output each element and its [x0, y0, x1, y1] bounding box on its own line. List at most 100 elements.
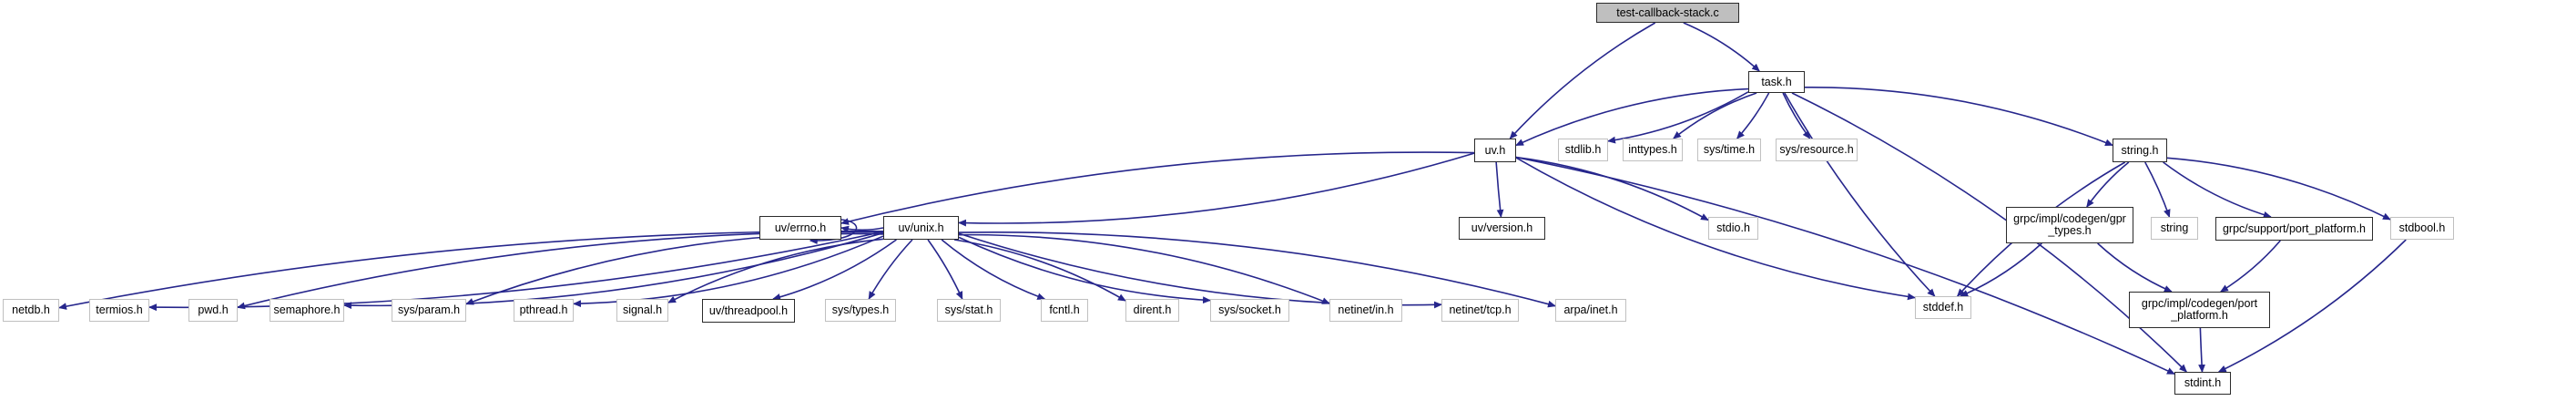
- graph-edge-string_h-to-string_cpp: [2144, 161, 2171, 218]
- graph-node-uvversion[interactable]: uv/version.h: [1459, 217, 1545, 240]
- graph-edge-task-to-systime: [1736, 92, 1770, 139]
- graph-edge-uv-to-uverrno: [840, 151, 1475, 225]
- graph-node-label: string.h: [2121, 143, 2159, 157]
- graph-node-label: semaphore.h: [273, 303, 341, 316]
- graph-node-gprtypes[interactable]: grpc/impl/codegen/gpr _types.h: [2006, 207, 2133, 243]
- graph-node-label: arpa/inet.h: [1563, 303, 1618, 316]
- graph-node-label: string: [2160, 221, 2189, 234]
- graph-edge-root-to-uv: [1509, 22, 1656, 139]
- graph-node-pwd[interactable]: pwd.h: [188, 299, 238, 322]
- graph-node-label: stddef.h: [1922, 301, 1964, 314]
- graph-edge-uvunix-to-termios: [148, 231, 884, 312]
- graph-edge-string_h-to-portplatform: [2163, 161, 2272, 219]
- graph-node-label: sys/time.h: [1703, 143, 1756, 156]
- graph-node-uvthreadpool[interactable]: uv/threadpool.h: [702, 299, 795, 323]
- graph-node-sysstat[interactable]: sys/stat.h: [937, 299, 1001, 322]
- graph-edge-task-to-stddef: [1784, 92, 1936, 297]
- graph-node-label: task.h: [1761, 75, 1792, 88]
- graph-node-label: sys/socket.h: [1218, 303, 1281, 316]
- graph-edge-uvunix-to-fcntl: [941, 239, 1046, 300]
- graph-node-label: grpc/support/port_platform.h: [2222, 221, 2367, 235]
- graph-edge-task-to-string_h: [1804, 87, 2113, 147]
- graph-node-stdlib[interactable]: stdlib.h: [1558, 139, 1608, 161]
- graph-node-pthread[interactable]: pthread.h: [514, 299, 574, 322]
- graph-node-syssocket[interactable]: sys/socket.h: [1210, 299, 1289, 322]
- graph-node-fcntl[interactable]: fcntl.h: [1041, 299, 1088, 322]
- graph-edge-uvunix-to-syssocket: [958, 236, 1211, 304]
- graph-edge-uvunix-to-netinetin: [958, 233, 1330, 304]
- graph-edge-uv-to-uvunix: [958, 152, 1475, 227]
- graph-edge-uv-to-stdint: [1515, 156, 2175, 375]
- graph-node-label: pthread.h: [519, 303, 568, 316]
- graph-node-systypes[interactable]: sys/types.h: [825, 299, 896, 322]
- graph-edge-task-to-sysresource: [1782, 92, 1811, 139]
- graph-edge-uvunix-to-signal: [667, 238, 884, 303]
- graph-node-label: netinet/tcp.h: [1449, 303, 1512, 316]
- graph-node-systime[interactable]: sys/time.h: [1697, 139, 1761, 161]
- graph-edge-portplatform-to-portplatform2: [2220, 240, 2281, 293]
- graph-node-dirent[interactable]: dirent.h: [1125, 299, 1179, 322]
- graph-node-label: sys/stat.h: [944, 303, 993, 316]
- graph-node-uvunix[interactable]: uv/unix.h: [883, 216, 959, 240]
- graph-node-label: inttypes.h: [1628, 143, 1677, 156]
- graph-node-label: grpc/impl/codegen/port _platform.h: [2141, 297, 2258, 322]
- graph-node-root[interactable]: test-callback-stack.c: [1596, 3, 1739, 23]
- graph-node-semaphore[interactable]: semaphore.h: [270, 299, 344, 322]
- graph-edge-task-to-inttypes: [1673, 92, 1757, 139]
- graph-edge-uvunix-to-uverrno: [840, 225, 884, 233]
- graph-edge-uvunix-to-arpainet: [958, 231, 1556, 308]
- graph-node-signal[interactable]: signal.h: [616, 299, 668, 322]
- graph-edge-uvunix-to-pwd: [237, 231, 884, 310]
- graph-node-label: stdint.h: [2184, 376, 2222, 389]
- graph-node-stddef[interactable]: stddef.h: [1915, 296, 1971, 319]
- graph-edge-uvunix-to-sysparam: [465, 232, 884, 305]
- graph-node-label: uv/threadpool.h: [708, 303, 789, 317]
- graph-edge-uvunix-to-semaphore: [343, 231, 884, 310]
- graph-edge-uvunix-to-netinettcp: [958, 232, 1442, 309]
- graph-node-uv[interactable]: uv.h: [1474, 139, 1516, 162]
- graph-node-arpainet[interactable]: arpa/inet.h: [1555, 299, 1626, 322]
- graph-node-label: sys/param.h: [397, 303, 461, 316]
- graph-edge-uvunix-to-dirent: [953, 239, 1126, 302]
- graph-edge-string_h-to-stdbool: [2166, 157, 2391, 221]
- graph-node-label: sys/resource.h: [1779, 143, 1854, 156]
- graph-node-stdint[interactable]: stdint.h: [2174, 372, 2231, 395]
- graph-edge-task-to-stdlib: [1607, 91, 1749, 144]
- graph-node-label: sys/types.h: [831, 303, 890, 316]
- graph-node-netinetin[interactable]: netinet/in.h: [1329, 299, 1402, 322]
- graph-node-sysparam[interactable]: sys/param.h: [392, 299, 466, 322]
- graph-node-label: uv/errno.h: [774, 221, 827, 234]
- graph-node-netinettcp[interactable]: netinet/tcp.h: [1441, 299, 1519, 322]
- graph-edge-string_h-to-gprtypes: [2086, 161, 2130, 208]
- graph-edge-uvunix-to-systypes: [868, 239, 913, 300]
- graph-node-task[interactable]: task.h: [1748, 71, 1805, 93]
- graph-node-string_cpp[interactable]: string: [2151, 217, 2198, 240]
- graph-node-termios[interactable]: termios.h: [89, 299, 149, 322]
- graph-node-label: netdb.h: [12, 303, 50, 316]
- graph-node-label: stdio.h: [1716, 221, 1750, 234]
- graph-node-label: stdlib.h: [1564, 143, 1602, 156]
- graph-node-stdio[interactable]: stdio.h: [1708, 217, 1758, 240]
- graph-node-label: pwd.h: [198, 303, 229, 316]
- graph-node-string_h[interactable]: string.h: [2113, 139, 2167, 162]
- graph-node-portplatform[interactable]: grpc/support/port_platform.h: [2215, 217, 2373, 241]
- graph-node-label: fcntl.h: [1049, 303, 1080, 316]
- graph-node-sysresource[interactable]: sys/resource.h: [1776, 139, 1858, 161]
- graph-node-portplatform2[interactable]: grpc/impl/codegen/port _platform.h: [2129, 292, 2270, 328]
- graph-node-label: signal.h: [622, 303, 663, 316]
- graph-node-uverrno[interactable]: uv/errno.h: [759, 216, 841, 240]
- graph-edge-portplatform2-to-stdint: [2198, 327, 2205, 373]
- graph-node-label: termios.h: [96, 303, 143, 316]
- graph-node-label: uv/version.h: [1471, 221, 1533, 234]
- graph-node-label: grpc/impl/codegen/gpr _types.h: [2013, 212, 2126, 237]
- graph-node-stdbool[interactable]: stdbool.h: [2390, 217, 2454, 240]
- graph-node-label: uv.h: [1484, 143, 1506, 157]
- graph-node-label: stdbool.h: [2398, 221, 2446, 234]
- graph-edge-uvunix-to-sysstat: [927, 239, 963, 300]
- graph-node-inttypes[interactable]: inttypes.h: [1623, 139, 1683, 161]
- graph-node-label: netinet/in.h: [1338, 303, 1394, 316]
- graph-node-netdb[interactable]: netdb.h: [3, 299, 59, 322]
- graph-edge-task-to-uv: [1515, 87, 1749, 147]
